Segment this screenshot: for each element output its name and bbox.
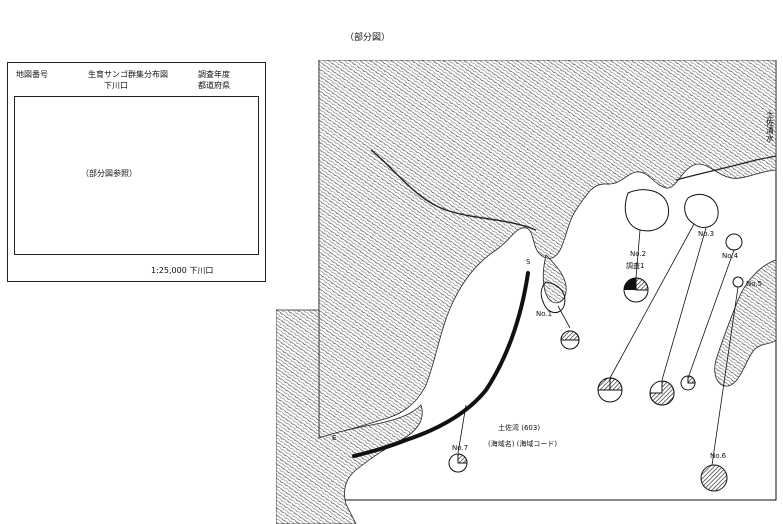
land-north [318,60,777,439]
info-panel: 地図番号 生育サンゴ群集分布図 下川口 調査年度 都道府県 （部分図参照） 1:… [7,62,266,282]
pie-no7 [448,453,468,473]
area-no3 [684,194,719,228]
pie-b [649,380,675,406]
page-caption: （部分図） [345,33,391,43]
headland-1 [542,254,567,304]
survey-map: No.1 No.2 調査1 No.3 No.4 No.5 No.6 No.7 S… [276,60,777,524]
prefecture-label: 都道府県 [198,81,230,90]
pie-no1 [560,330,580,350]
label-no5: No.5 [746,280,762,288]
label-no6: No.6 [710,452,727,460]
pie-no2 [623,277,649,303]
label-no1: No.1 [536,310,552,318]
leader-lines [457,223,739,466]
land-west [276,309,423,524]
label-no4: No.4 [722,252,739,260]
area-no5 [732,276,744,288]
label-no3: No.3 [698,230,714,238]
blank-frame: （部分図参照） [14,96,259,255]
label-bay-sub: (海域名) (海域コード) [488,439,557,448]
land-east [714,259,777,387]
pie-a [597,377,623,403]
label-place: 土佐清水 [766,109,775,142]
area-no4 [725,233,743,251]
label-no7: No.7 [452,444,468,452]
label-no2: No.2 [630,250,646,258]
area-no2 [624,189,670,232]
river [370,149,537,231]
scale-label: 1:25,000 下川口 [151,266,214,275]
survey-year-label: 調査年度 [198,70,230,79]
label-s: S [526,258,531,266]
label-e: E [332,434,336,442]
area-no1 [540,281,566,313]
coast-road [675,155,777,181]
partial-map-note: （部分図参照） [81,169,137,178]
station-symbols [448,277,728,492]
map-title-area: 下川口 [104,81,128,90]
pie-no6 [700,464,728,492]
map-number-label: 地図番号 [16,70,48,79]
label-survey: 調査1 [626,261,644,270]
label-bay: 土佐湾 (603) [498,423,540,432]
pie-c [680,375,696,391]
map-title: 生育サンゴ群集分布図 [88,70,168,79]
